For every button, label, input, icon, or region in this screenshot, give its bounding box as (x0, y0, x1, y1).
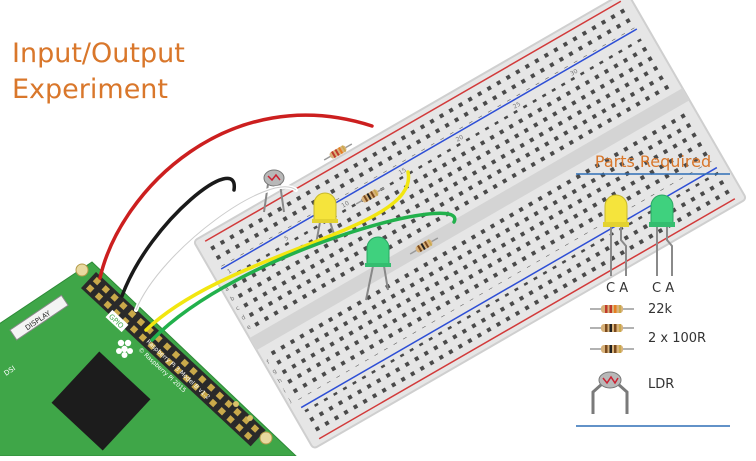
resistor-22k-label: 22k (648, 302, 673, 317)
raspberry-pi-board: DISPLAY DSI GPIO Raspberry Pi 3 Model B … (0, 261, 298, 457)
parts-ldr-icon (591, 371, 629, 414)
parts-heading: Parts Required (594, 152, 712, 171)
raspberry-logo-icon (116, 339, 133, 358)
mounting-hole (259, 431, 273, 445)
column-number: 10 (340, 200, 350, 210)
top-rail (206, 3, 636, 268)
row-letter: a (224, 285, 231, 293)
terminal-strip-lower (268, 110, 713, 401)
row-letter: i (282, 388, 287, 395)
parts-green-led-icon (649, 194, 675, 276)
parts-resistor-22k-icon (590, 305, 634, 313)
row-letter: g (271, 367, 278, 375)
rail-line-red-top (204, 0, 622, 242)
wire-red (98, 113, 374, 280)
resistor-100r (355, 187, 385, 205)
wire-white-outline (135, 186, 297, 311)
title-line-1: Input/Output (12, 38, 185, 69)
row-letter: j (287, 397, 293, 405)
gpio-header (80, 272, 266, 447)
row-letter: e (246, 323, 253, 331)
row-letter: c (235, 305, 241, 313)
rail-line-red-bottom (318, 198, 736, 440)
green-led (365, 236, 391, 301)
row-letter: h (277, 377, 284, 385)
column-number: 15 (398, 167, 408, 177)
center-channel (249, 88, 690, 351)
row-letter: b (229, 295, 236, 303)
rail-line-blue-bottom (300, 166, 718, 409)
mounting-hole (75, 263, 89, 277)
parts-resistor-100r-icon (590, 324, 634, 332)
row-letter: d (240, 314, 247, 322)
led-yellow-pins-label: C A (606, 281, 629, 296)
column-number: 20 (455, 134, 465, 144)
title-line-2: Experiment (12, 74, 169, 105)
parts-yellow-led-icon (603, 194, 629, 276)
resistor-100r-label: 2 x 100R (648, 331, 707, 346)
breadboard (193, 0, 747, 449)
column-number: 25 (512, 101, 522, 111)
terminal-strip-upper (226, 37, 671, 328)
rail-line-blue-top (220, 28, 638, 270)
led-green-pins-label: C A (652, 281, 675, 296)
column-number: 30 (569, 68, 579, 78)
wire-yellow (144, 170, 411, 332)
column-number: 5 (283, 235, 290, 243)
wire-green (150, 211, 457, 342)
wire-black (120, 176, 236, 298)
parts-resistor-100r-icon (590, 345, 634, 353)
resistor-22k (323, 143, 353, 161)
resistor-100r (409, 237, 439, 255)
bottom-rail (303, 171, 733, 436)
soc-chip (51, 351, 151, 451)
row-letter: f (266, 358, 272, 366)
ldr-label: LDR (648, 377, 675, 392)
column-number: 1 (226, 268, 233, 276)
